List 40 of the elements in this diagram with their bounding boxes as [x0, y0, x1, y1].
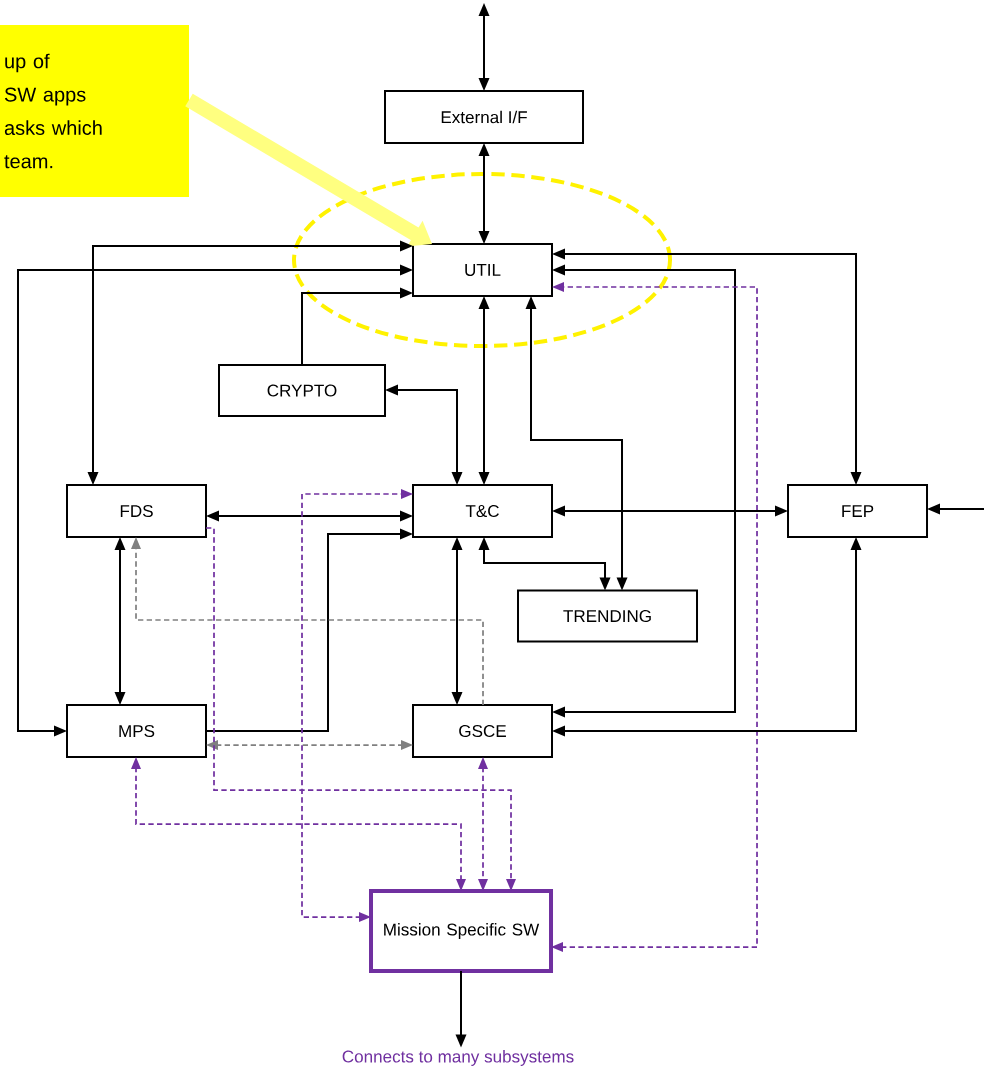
arrow	[205, 528, 413, 732]
arrow	[385, 384, 463, 485]
arrow	[301, 287, 413, 366]
mission-box: Mission Specific SW	[369, 889, 553, 973]
arrow	[525, 296, 628, 591]
arrow	[301, 489, 413, 922]
process-box: FEP	[787, 484, 928, 538]
arrow	[552, 505, 788, 517]
arrow	[478, 296, 490, 485]
callout-box: up of SW apps asks which team.	[0, 25, 189, 197]
arrow	[206, 740, 413, 750]
process-box: MPS	[66, 704, 207, 758]
arrow	[455, 970, 467, 1048]
arrow	[478, 537, 611, 591]
process-box: T&C	[412, 484, 553, 538]
caption-text: Connects to many subsystems	[342, 1050, 574, 1066]
process-box: CRYPTO	[218, 364, 386, 417]
arrow	[17, 264, 413, 737]
arrow	[131, 537, 484, 706]
arrow	[87, 240, 413, 485]
process-box: UTIL	[412, 243, 553, 297]
arrow	[551, 282, 758, 952]
process-box: External I/F	[384, 90, 584, 144]
arrow	[185, 93, 432, 247]
arrow	[478, 757, 488, 891]
arrow	[552, 264, 736, 718]
arrow	[552, 537, 862, 737]
arrow	[552, 248, 862, 485]
arrow	[131, 757, 466, 891]
arrow	[451, 537, 463, 705]
arrow	[478, 143, 490, 244]
process-box: GSCE	[412, 704, 553, 758]
arrow	[205, 527, 516, 891]
process-box: FDS	[66, 484, 207, 538]
arrow	[206, 510, 413, 522]
arrow	[927, 503, 984, 515]
arrow	[478, 3, 490, 91]
arrow	[114, 537, 126, 705]
highlight-ellipse	[292, 172, 672, 348]
process-box: TRENDING	[517, 589, 698, 643]
